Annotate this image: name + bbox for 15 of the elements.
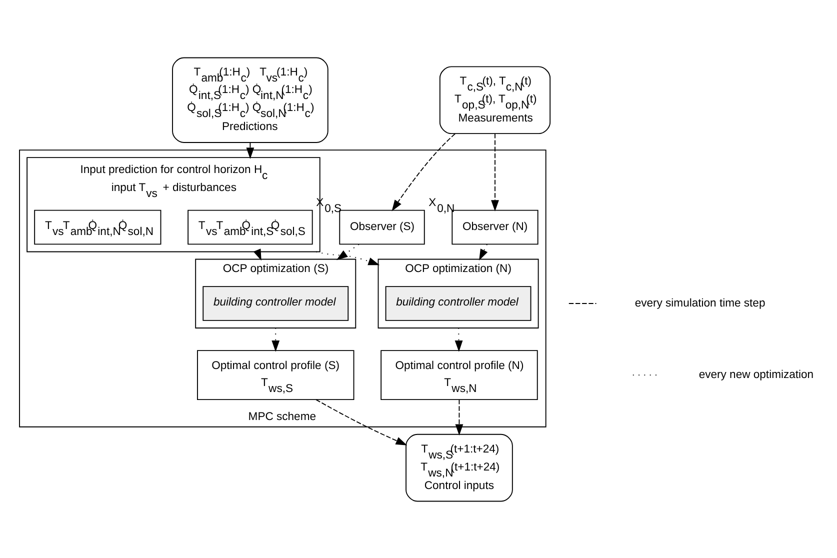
legend-label: every new optimization <box>698 368 814 380</box>
arrow <box>272 327 280 352</box>
arrow <box>455 398 464 436</box>
arrow <box>491 132 499 211</box>
arrow <box>336 243 360 260</box>
arrow <box>392 132 456 211</box>
arrow <box>479 243 488 260</box>
arrow <box>316 398 408 445</box>
node-box: building controller model <box>202 286 349 320</box>
legend-label: every simulation time step <box>634 296 766 309</box>
node-box: Observer (S) <box>339 209 425 244</box>
arrow <box>454 327 463 352</box>
node-box: building controller model <box>385 286 532 320</box>
arrow <box>246 142 254 158</box>
arrow <box>316 250 380 265</box>
